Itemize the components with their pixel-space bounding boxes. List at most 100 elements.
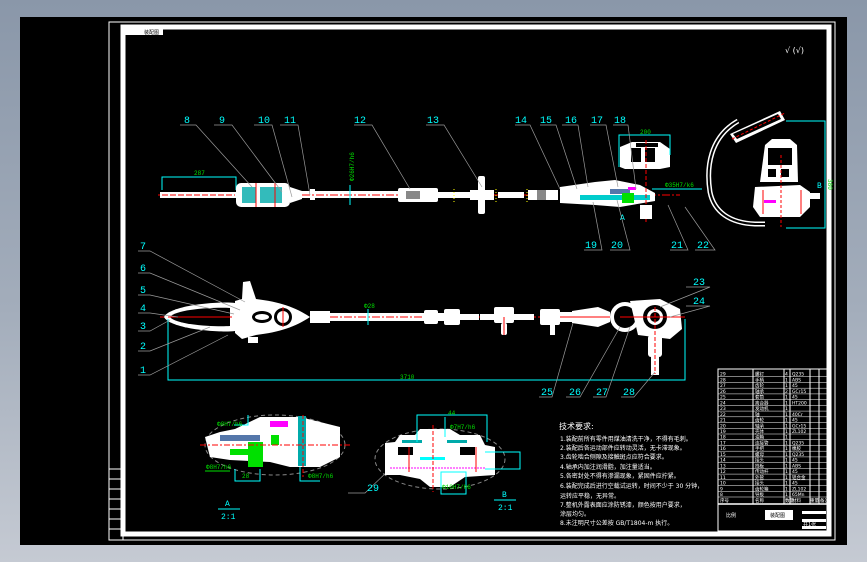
bom-cell: 传动杆 xyxy=(755,468,769,475)
bom-cell: 1 xyxy=(785,446,788,452)
bom-cell: 28 xyxy=(720,377,726,383)
top-view-leaders xyxy=(180,124,716,251)
bom-cell: 27 xyxy=(720,383,726,389)
part-label-22: 22 xyxy=(697,241,709,252)
top-mid-dim-text: Φ26H7/h6 xyxy=(349,152,356,181)
overall-length-dim: 3710 xyxy=(400,374,415,381)
tech-req-title: 技术要求: xyxy=(559,421,594,431)
bom-cell: 轴承 xyxy=(755,388,764,395)
bom-cell: 25 xyxy=(720,395,726,401)
part-label-17: 17 xyxy=(591,116,603,127)
detail-a-fit-2: Φ8H7/h6 xyxy=(206,464,232,471)
bom-cell: 1 xyxy=(785,400,788,406)
bom-cell: 17 xyxy=(720,440,726,446)
view-a-marker: A xyxy=(620,214,625,223)
technical-requirements: 技术要求: 1.装配前所有零件用煤油清洗干净，不得有毛刺。 2.装配后各运动部件… xyxy=(559,421,703,527)
bom-cell: 接头 xyxy=(755,480,764,487)
bom-cell: 橡胶 xyxy=(792,445,801,452)
bom-cell: 65Mn xyxy=(792,492,805,498)
part-label-8: 8 xyxy=(184,116,190,127)
bom-cell: 45 xyxy=(792,395,798,401)
title-tab-text: 装配图 xyxy=(144,29,159,36)
part-label-16: 16 xyxy=(565,116,577,127)
bom-cell: 40Cr xyxy=(792,412,803,418)
top-left-dim-text: 287 xyxy=(194,170,205,177)
bom-cell: 1 xyxy=(785,377,788,383)
detail-b-fit-2: Φ10H7/h6 xyxy=(442,484,471,491)
top-left-dim xyxy=(161,176,237,190)
bom-cell: 15 xyxy=(720,452,726,458)
part-label-20: 20 xyxy=(611,241,623,252)
bom-cell: 油箱 xyxy=(755,434,764,441)
front-view-labels: 7 6 5 4 3 2 1 23 24 25 26 27 28 29 xyxy=(140,242,705,495)
tech-req-line: 8.未注明尺寸公差按 GB/T1804-m 执行。 xyxy=(560,519,673,527)
bom-cell: 发动机 xyxy=(755,405,769,412)
bom-cell: 20 xyxy=(720,423,726,429)
bom-cell: 1 xyxy=(785,383,788,389)
part-label-7: 7 xyxy=(140,242,146,253)
part-label-2: 2 xyxy=(140,342,146,353)
detail-a-name: A xyxy=(225,500,230,509)
bom-cell: 4 xyxy=(785,372,788,378)
bom-cell: 16 xyxy=(720,446,726,452)
detail-a-scale: 2:1 xyxy=(221,513,236,522)
bom-cell: 45 xyxy=(792,481,798,487)
front-tube-dim: Φ28 xyxy=(364,303,375,310)
side-height-dim: 380 xyxy=(826,179,833,190)
bom-cell: 外管 xyxy=(755,474,764,481)
bom-cell: 螺钉 xyxy=(755,371,764,378)
bom-cell: 11 xyxy=(720,475,726,481)
detail-b-dim: 44 xyxy=(448,410,456,417)
bom-cell: 45 xyxy=(792,383,798,389)
bom-cell: 手柄 xyxy=(755,376,764,383)
top-spindle-dim-text: Φ35H7/k6 xyxy=(665,182,694,189)
part-label-24: 24 xyxy=(693,297,705,308)
bom-cell: 导板 xyxy=(755,491,764,498)
detail-view-a: Φ8H7/h6 Φ8H7/h6 Φ8H7/h6 28 A 2:1 xyxy=(200,414,350,522)
top-head-dim-text: 200 xyxy=(640,129,651,136)
top-motor-housing xyxy=(560,180,655,207)
bom-cell: ABS xyxy=(792,463,801,469)
bom-cell: 1 xyxy=(785,440,788,446)
bom-cell: 1 xyxy=(785,406,788,412)
bom-cell: Q235 xyxy=(792,440,804,446)
bom-cell: 1 xyxy=(785,429,788,435)
part-label-1: 1 xyxy=(140,366,146,377)
bom-cell: ZL102 xyxy=(792,486,806,492)
bom-cell: 1 xyxy=(785,469,788,475)
bom-cell: 连接管 xyxy=(755,439,769,446)
top-view-labels: 8 9 10 11 12 13 14 15 16 17 18 19 20 21 … xyxy=(184,116,709,252)
bom-cell: 29 xyxy=(720,372,726,378)
part-label-5: 5 xyxy=(140,286,146,297)
tech-req-line: 4.轴承内加注润滑脂，加注量适当。 xyxy=(560,463,656,471)
bom-cell: 1 xyxy=(785,423,788,429)
bom-cell: ZL102 xyxy=(792,429,806,435)
tech-req-line: 涂层均匀。 xyxy=(560,510,590,518)
part-label-13: 13 xyxy=(427,116,439,127)
detail-view-b: 44 Φ7H7/h6 Φ10H7/h6 B 2:1 xyxy=(374,410,521,513)
tech-req-line: 1.装配前所有零件用煤油清洗干净，不得有毛刺。 xyxy=(560,435,692,443)
tech-req-line: 6.装配完成后进行空载试运转，时间不少于 30 分钟， xyxy=(560,482,703,490)
bom-header-cell: 重量 xyxy=(810,497,819,504)
bom-cell: 21 xyxy=(720,418,726,424)
roughness-symbol: √ (√) xyxy=(785,46,804,55)
bom-cell: 1 xyxy=(785,418,788,424)
bom-cell: 45 xyxy=(792,418,798,424)
bom-cell: 1 xyxy=(785,458,788,464)
bom-cell: 26 xyxy=(720,389,726,395)
part-label-23: 23 xyxy=(693,278,705,289)
title-tab-box xyxy=(125,29,163,35)
bom-cell: 22 xyxy=(720,412,726,418)
bom-cell: 1 xyxy=(785,486,788,492)
bom-header-cell: 名称 xyxy=(755,497,764,504)
part-label-6: 6 xyxy=(140,264,146,275)
bom-cell: 壳体 xyxy=(755,428,764,435)
inner-frame xyxy=(120,24,832,537)
detail-b-name: B xyxy=(502,491,507,500)
bom-cell: 23 xyxy=(720,406,726,412)
bom-cell: 铝合金 xyxy=(792,474,806,481)
bom-cell: GCr15 xyxy=(792,423,806,429)
bom-cell: 接头 xyxy=(755,457,764,464)
part-label-28: 28 xyxy=(623,388,635,399)
